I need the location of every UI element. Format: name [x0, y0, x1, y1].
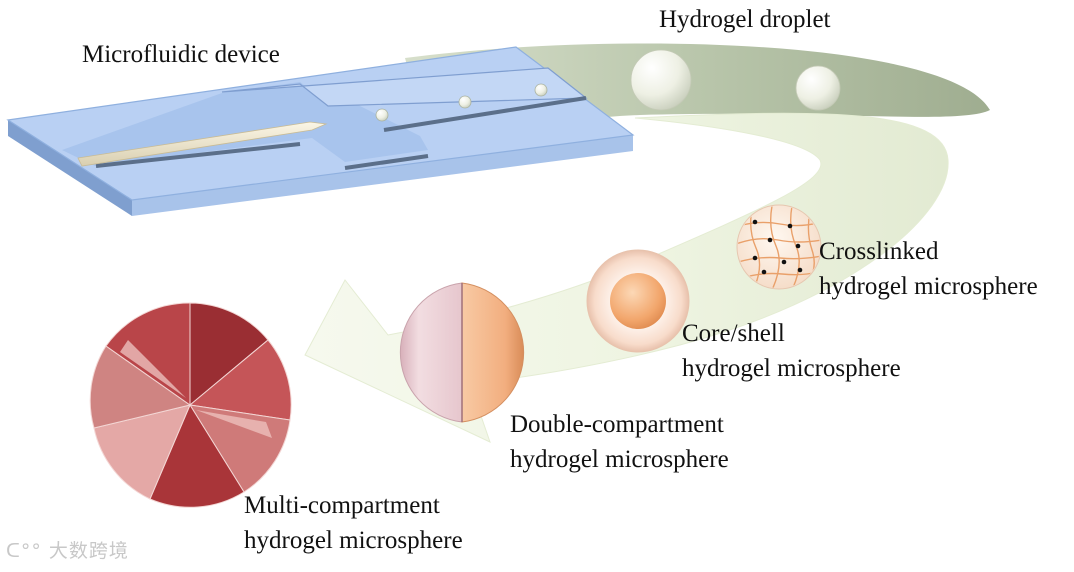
hydrogel-droplets	[630, 49, 841, 111]
multi-compartment-microsphere	[89, 302, 292, 508]
crosslink-nodes	[752, 219, 803, 275]
compartment-right	[461, 282, 525, 423]
multi-highlight	[120, 340, 186, 398]
label-hydrogel-droplet: Hydrogel droplet	[659, 6, 831, 33]
chip-droplet	[458, 95, 472, 109]
compartment-left	[399, 282, 463, 423]
label-coreshell-line2: hydrogel microsphere	[682, 355, 901, 382]
label-crosslinked-line1: Crosslinked	[819, 238, 939, 265]
crosslinked-sphere	[736, 204, 822, 290]
multi-sector	[105, 302, 191, 406]
chip-channel-wall-mid	[344, 154, 429, 170]
core	[610, 273, 666, 329]
label-microfluidic-device: Microfluidic device	[82, 41, 280, 68]
multi-highlight	[196, 410, 272, 438]
label-crosslinked-line2: hydrogel microsphere	[819, 273, 1038, 300]
label-multi-line2: hydrogel microsphere	[244, 527, 463, 554]
chip-channel-wall	[383, 96, 587, 132]
double-compartment-microsphere	[399, 282, 525, 423]
coreshell-microsphere	[586, 249, 690, 353]
multi-sector	[93, 404, 191, 500]
watermark-logo-icon: ᑕ°°	[6, 540, 42, 562]
chip-channel-wall-low	[95, 142, 301, 168]
chip-channel-upper	[221, 67, 588, 107]
chip-droplet	[534, 83, 548, 97]
chip-front	[132, 135, 633, 216]
droplet-small	[795, 65, 841, 111]
microfluidic-chip	[6, 46, 635, 216]
multi-sector	[149, 403, 245, 508]
multi-sector	[188, 339, 292, 421]
watermark: ᑕ°° 大数跨境	[6, 536, 129, 563]
label-coreshell-line1: Core/shell	[682, 320, 785, 347]
multi-sector	[189, 302, 269, 407]
droplet-large	[630, 49, 692, 111]
label-multi-line1: Multi-compartment	[244, 492, 440, 519]
crosslinked-microsphere	[736, 204, 822, 290]
label-double-line2: hydrogel microsphere	[510, 446, 729, 473]
watermark-text: 大数跨境	[48, 540, 129, 562]
label-double-line1: Double-compartment	[510, 411, 724, 438]
capillary-rod	[77, 121, 328, 167]
multi-sector	[89, 345, 192, 429]
chip-side	[8, 120, 132, 216]
chip-droplet	[375, 108, 389, 122]
